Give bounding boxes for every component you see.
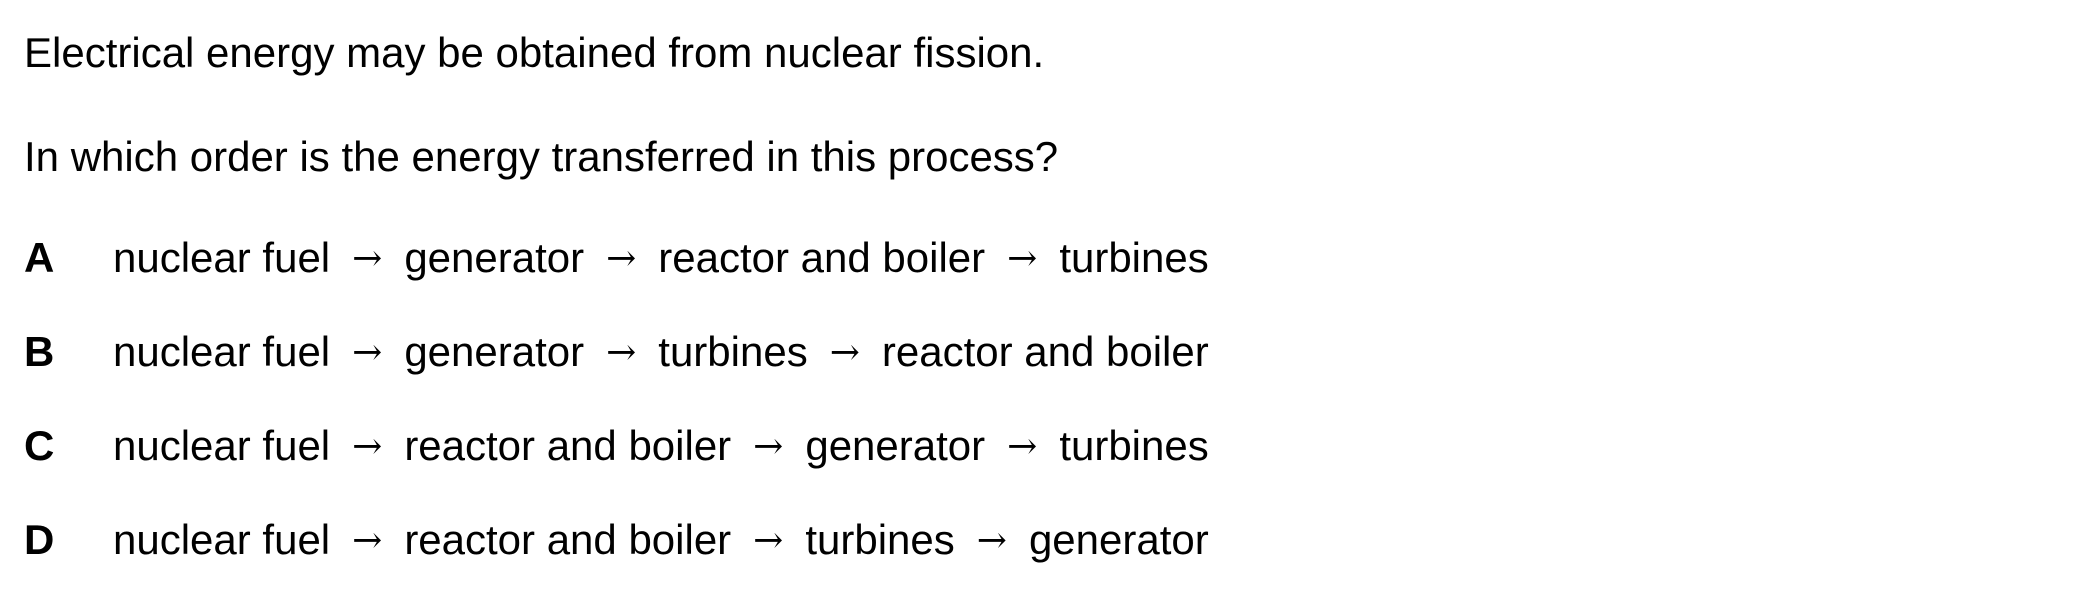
option-a[interactable]: A nuclear fuel → generator → reactor and…: [24, 233, 1209, 283]
option-step: generator: [404, 328, 585, 375]
option-step: reactor and boiler: [404, 516, 732, 563]
option-step: reactor and boiler: [404, 422, 732, 469]
option-chain: nuclear fuel → generator → turbines → re…: [113, 331, 1209, 373]
option-step: reactor and boiler: [658, 234, 986, 281]
arrow-right-icon: →: [352, 238, 383, 279]
question-intro: Electrical energy may be obtained from n…: [24, 29, 1045, 76]
arrow-right-icon: →: [1007, 426, 1038, 467]
option-chain: nuclear fuel → reactor and boiler → turb…: [113, 519, 1209, 561]
arrow-right-icon: →: [976, 520, 1007, 561]
option-b[interactable]: B nuclear fuel → generator → turbines → …: [24, 327, 1209, 377]
option-c[interactable]: C nuclear fuel → reactor and boiler → ge…: [24, 421, 1209, 471]
arrow-right-icon: →: [606, 332, 637, 373]
option-letter: B: [24, 328, 55, 375]
arrow-right-icon: →: [753, 520, 784, 561]
option-letter: A: [24, 234, 55, 281]
option-step: turbines: [1059, 422, 1209, 469]
arrow-right-icon: →: [829, 332, 860, 373]
option-step: generator: [404, 234, 585, 281]
arrow-right-icon: →: [1007, 238, 1038, 279]
option-step: turbines: [658, 328, 808, 375]
option-step: nuclear fuel: [113, 422, 331, 469]
arrow-right-icon: →: [352, 426, 383, 467]
option-step: nuclear fuel: [113, 328, 331, 375]
option-step: turbines: [805, 516, 955, 563]
option-step: nuclear fuel: [113, 516, 331, 563]
option-letter: D: [24, 516, 55, 563]
option-chain: nuclear fuel → generator → reactor and b…: [113, 237, 1209, 279]
option-d[interactable]: D nuclear fuel → reactor and boiler → tu…: [24, 515, 1209, 565]
option-step: turbines: [1059, 234, 1209, 281]
question-prompt: In which order is the energy transferred…: [24, 133, 1059, 180]
option-step: reactor and boiler: [881, 328, 1209, 375]
option-step: nuclear fuel: [113, 234, 331, 281]
arrow-right-icon: →: [352, 332, 383, 373]
arrow-right-icon: →: [606, 238, 637, 279]
option-chain: nuclear fuel → reactor and boiler → gene…: [113, 425, 1209, 467]
option-step: generator: [805, 422, 986, 469]
arrow-right-icon: →: [753, 426, 784, 467]
option-letter: C: [24, 422, 55, 469]
option-step: generator: [1028, 516, 1209, 563]
arrow-right-icon: →: [352, 520, 383, 561]
